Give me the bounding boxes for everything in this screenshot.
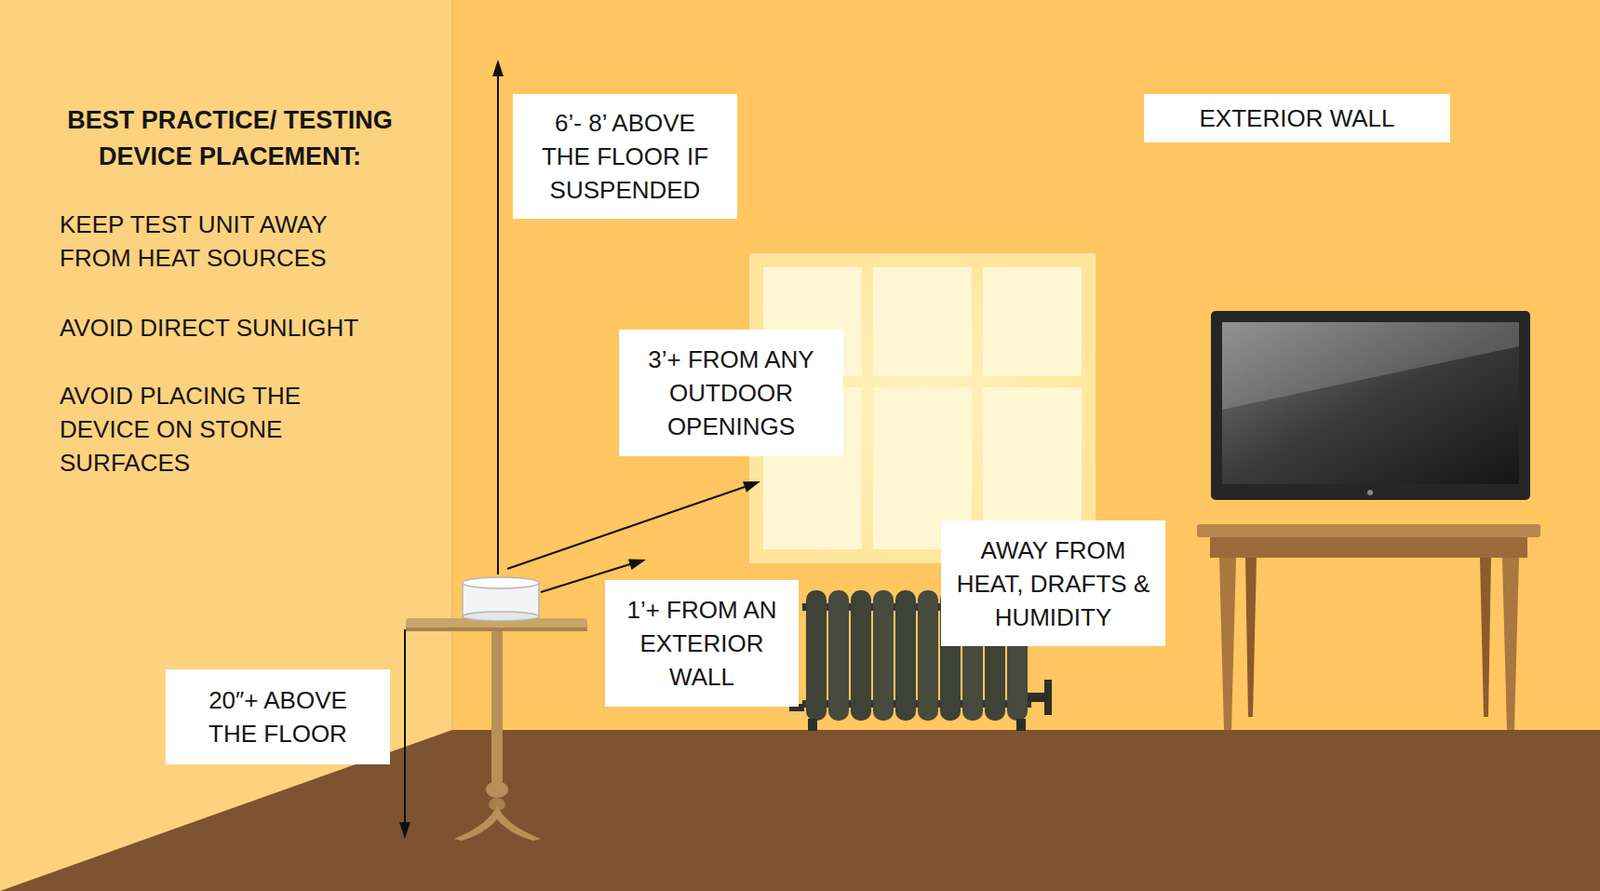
callout-box: EXTERIOR WALL [1143,94,1451,143]
callout-text: 20″+ ABOVE THE FLOOR [188,683,367,751]
guideline-note: KEEP TEST UNIT AWAY FROM HEAT SOURCES [59,207,377,275]
callout-text: 3’+ FROM ANY OUTDOOR OPENINGS [642,342,821,444]
console-table [1196,524,1541,730]
callout-text: 6’- 8’ ABOVE THE FLOOR IF SUSPENDED [536,106,714,207]
callout-box: 3’+ FROM ANY OUTDOOR OPENINGS [618,329,844,457]
television [1210,310,1531,500]
title: BEST PRACTICE/ TESTING DEVICE PLACEMENT: [43,102,417,175]
side-wall [0,0,453,891]
callout-box: AWAY FROM HEAT, DRAFTS & HUMIDITY [941,520,1166,646]
callout-box: 6’- 8’ ABOVE THE FLOOR IF SUSPENDED [512,94,738,219]
guideline-note: AVOID DIRECT SUNLIGHT [59,310,377,345]
guideline-note: AVOID PLACING THE DEVICE ON STONE SURFAC… [59,378,377,480]
callout-text: EXTERIOR WALL [1199,101,1396,135]
callout-text: 1’+ FROM AN EXTERIOR WALL [612,592,792,694]
floor [452,729,1600,891]
callout-box: 20″+ ABOVE THE FLOOR [165,669,390,765]
pedestal-table [405,618,588,841]
callout-box: 1’+ FROM AN EXTERIOR WALL [605,579,799,707]
callout-text: AWAY FROM HEAT, DRAFTS & HUMIDITY [948,533,1158,634]
test-device [462,577,539,621]
